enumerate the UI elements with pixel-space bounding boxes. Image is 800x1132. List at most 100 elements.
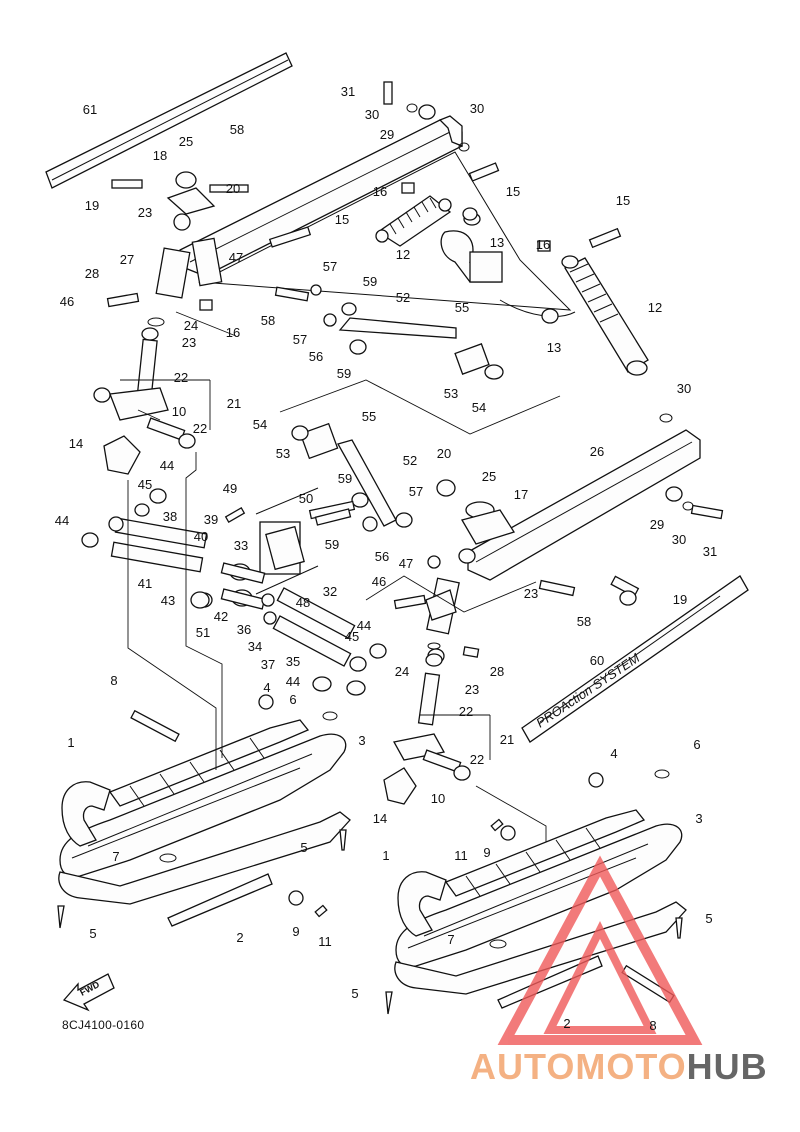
link-rod-upper	[279, 284, 561, 435]
callout-24: 24	[184, 318, 198, 333]
watermark-text-part-a: AUTOMOTO	[470, 1046, 687, 1087]
callout-38: 38	[163, 509, 177, 524]
callout-48: 48	[296, 595, 310, 610]
callout-55: 55	[455, 300, 469, 315]
callout-54: 54	[472, 400, 486, 415]
callout-8: 8	[110, 673, 117, 688]
callout-5: 5	[705, 911, 712, 926]
callout-44: 44	[286, 674, 300, 689]
fwd-arrow-icon: FWD	[62, 973, 115, 1012]
callout-24: 24	[395, 664, 409, 679]
callout-7: 7	[112, 849, 119, 864]
callout-53: 53	[444, 386, 458, 401]
callout-3: 3	[358, 733, 365, 748]
callout-8: 8	[649, 1018, 656, 1033]
callout-15: 15	[335, 212, 349, 227]
callout-12: 12	[396, 247, 410, 262]
callout-58: 58	[577, 614, 591, 629]
callout-53: 53	[276, 446, 290, 461]
callout-57: 57	[293, 332, 307, 347]
suspension-link-middle	[255, 422, 413, 595]
callout-58: 58	[261, 313, 275, 328]
callout-31: 31	[703, 544, 717, 559]
callout-32: 32	[323, 584, 337, 599]
callout-45: 45	[138, 477, 152, 492]
spindle-lower-right	[383, 653, 547, 848]
callout-30: 30	[677, 381, 691, 396]
callout-22: 22	[174, 370, 188, 385]
callout-25: 25	[482, 469, 496, 484]
callout-30: 30	[470, 101, 484, 116]
callout-36: 36	[237, 622, 251, 637]
assembly-reference-lines	[120, 311, 491, 770]
callout-61: 61	[83, 102, 97, 117]
callout-10: 10	[172, 404, 186, 419]
callout-7: 7	[447, 932, 454, 947]
callout-1: 1	[67, 735, 74, 750]
callout-56: 56	[375, 549, 389, 564]
callout-35: 35	[286, 654, 300, 669]
callout-40: 40	[194, 529, 208, 544]
callout-44: 44	[160, 458, 174, 473]
callout-22: 22	[193, 421, 207, 436]
bolts-upper	[106, 81, 622, 324]
callout-59: 59	[337, 366, 351, 381]
callout-23: 23	[138, 205, 152, 220]
callout-39: 39	[204, 512, 218, 527]
callout-46: 46	[60, 294, 74, 309]
callout-23: 23	[465, 682, 479, 697]
callout-22: 22	[459, 704, 473, 719]
callout-21: 21	[227, 396, 241, 411]
callout-51: 51	[196, 625, 210, 640]
callout-59: 59	[325, 537, 339, 552]
shock-absorber-upper	[375, 195, 452, 247]
spindle-arm-right	[365, 479, 640, 664]
callout-11: 11	[454, 848, 468, 863]
decal-60-text: PROAction SYSTEM	[533, 650, 642, 730]
callout-3: 3	[695, 811, 702, 826]
callout-13: 13	[490, 235, 504, 250]
callout-14: 14	[373, 811, 387, 826]
callout-18: 18	[153, 148, 167, 163]
callout-52: 52	[396, 290, 410, 305]
callout-57: 57	[323, 259, 337, 274]
slide-rail-upper	[179, 115, 572, 311]
callout-37: 37	[261, 657, 275, 672]
ski-right	[385, 769, 687, 1015]
callout-59: 59	[338, 471, 352, 486]
callout-16: 16	[536, 237, 550, 252]
callout-5: 5	[351, 986, 358, 1001]
callout-19: 19	[85, 198, 99, 213]
callout-33: 33	[234, 538, 248, 553]
callout-56: 56	[309, 349, 323, 364]
callout-29: 29	[380, 127, 394, 142]
callout-28: 28	[85, 266, 99, 281]
callout-41: 41	[138, 576, 152, 591]
callout-11: 11	[318, 934, 332, 949]
callout-6: 6	[693, 737, 700, 752]
callout-57: 57	[409, 484, 423, 499]
slide-rail-lower	[467, 413, 724, 581]
diagram-reference-code: 8CJ4100-0160	[62, 1018, 145, 1032]
rear-arm-bracket	[440, 212, 576, 317]
callout-9: 9	[483, 845, 490, 860]
callout-16: 16	[226, 325, 240, 340]
callout-45: 45	[345, 629, 359, 644]
shafts-middle	[81, 435, 387, 696]
callout-23: 23	[182, 335, 196, 350]
callout-15: 15	[616, 193, 630, 208]
callout-12: 12	[648, 300, 662, 315]
callout-44: 44	[55, 513, 69, 528]
callout-20: 20	[437, 446, 451, 461]
callout-2: 2	[563, 1016, 570, 1031]
callout-60: 60	[590, 653, 604, 668]
callout-19: 19	[673, 592, 687, 607]
callout-2: 2	[236, 930, 243, 945]
callout-46: 46	[372, 574, 386, 589]
callout-29: 29	[650, 517, 664, 532]
callout-15: 15	[506, 184, 520, 199]
callout-9: 9	[292, 924, 299, 939]
callout-54: 54	[253, 417, 267, 432]
watermark-logo-icon	[497, 855, 703, 1045]
